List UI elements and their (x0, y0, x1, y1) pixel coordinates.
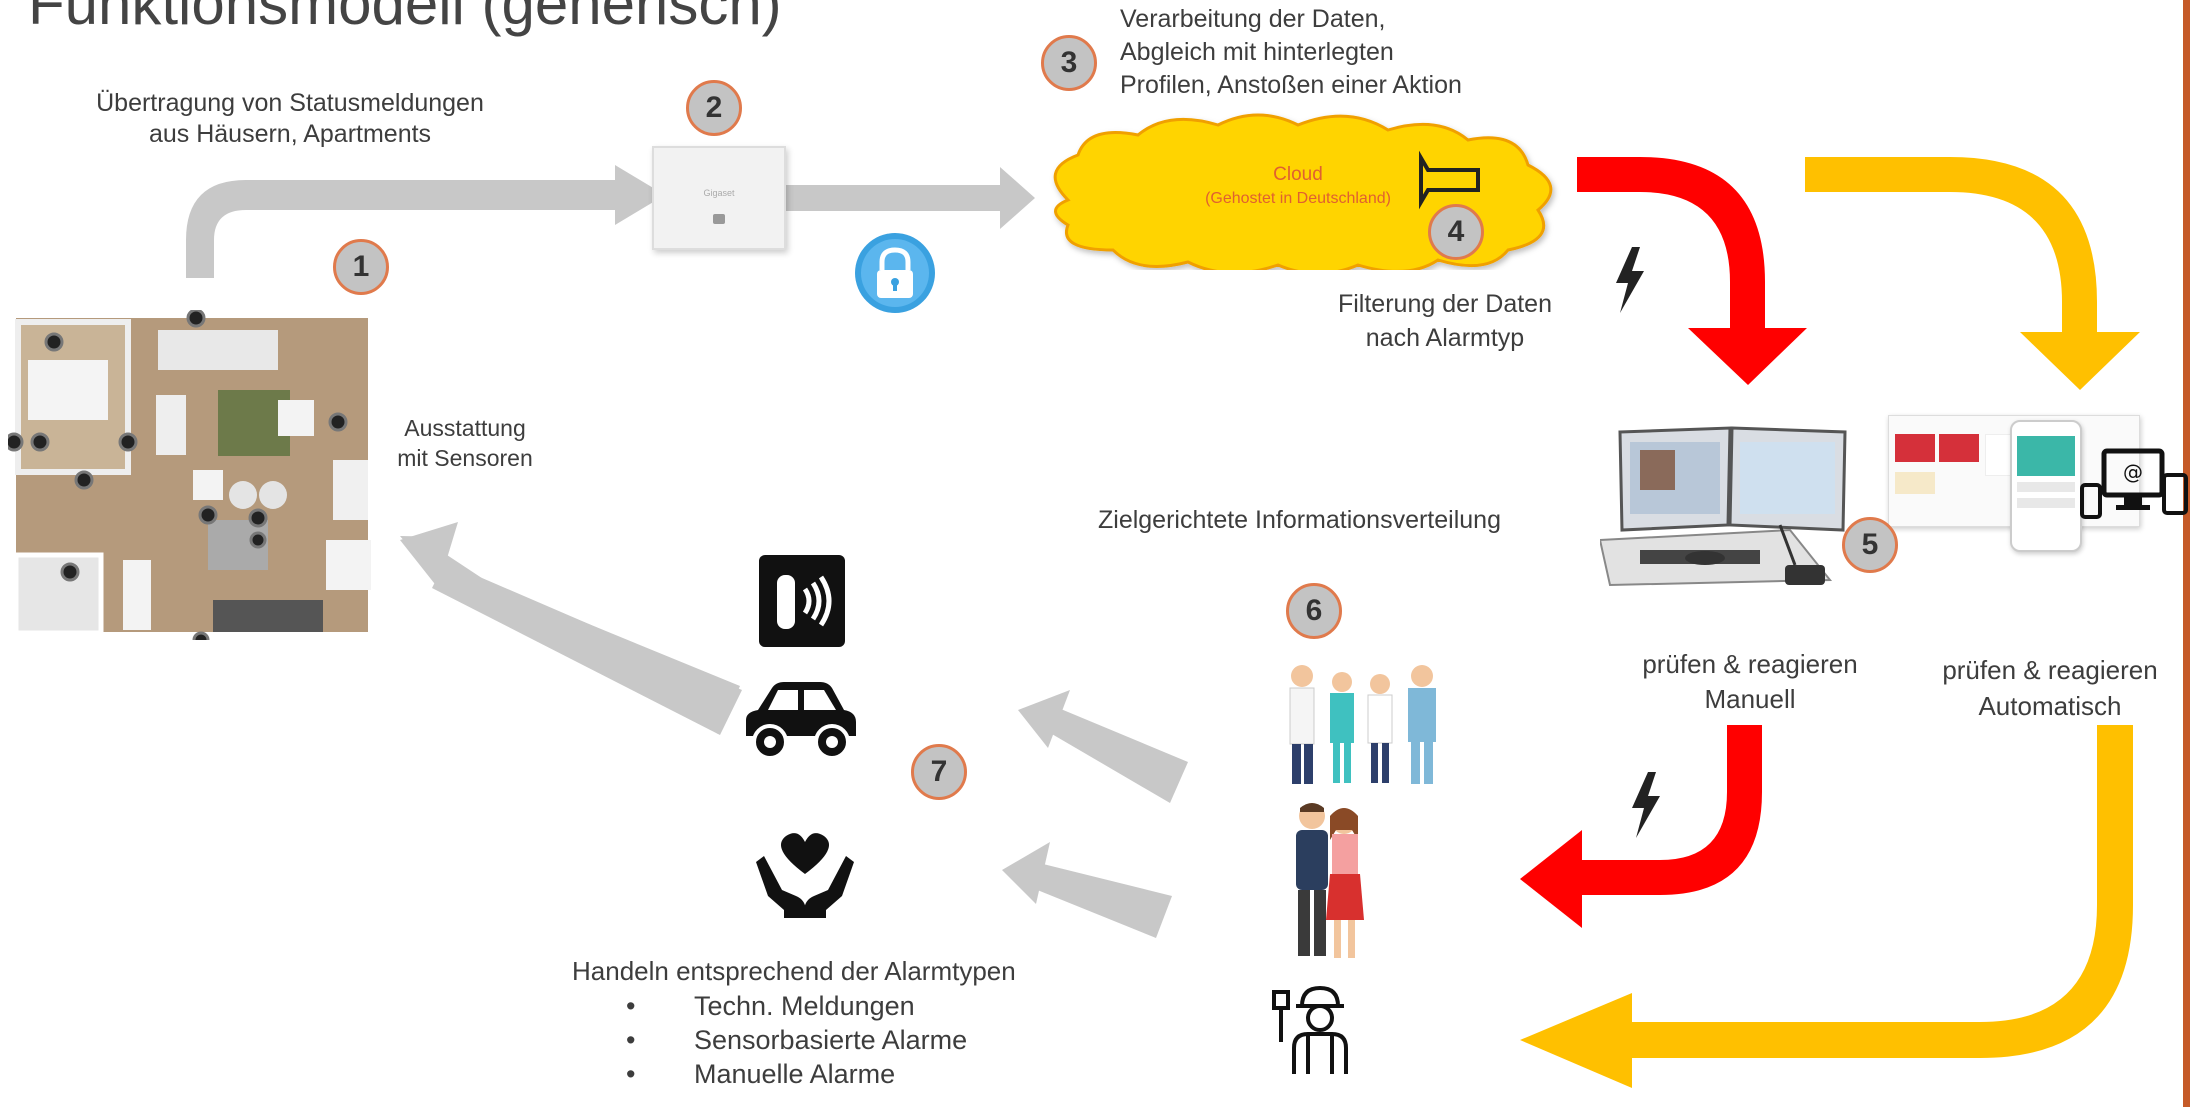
arrow-automatic-to-people (1520, 725, 2133, 1088)
step-badge-5: 5 (1842, 517, 1898, 573)
cloud-icon: Cloud (Gehostet in Deutschland) (1028, 110, 1568, 275)
arrow-house-to-gateway (186, 165, 665, 278)
equipment-label: Ausstattung mit Sensoren (397, 415, 533, 471)
arrow-cloud-to-manual (1577, 157, 1807, 385)
arrow-people-to-hands (1002, 842, 1172, 938)
list-item: Sensorbasierte Alarme (626, 1023, 967, 1057)
svg-text:@: @ (2123, 460, 2143, 484)
control-center-icon (1598, 420, 1860, 600)
lightning-icon (1610, 245, 1650, 320)
transmission-label: Übertragung von Statusmeldungen aus Häus… (96, 89, 484, 149)
floorplan-icon (4, 308, 376, 649)
arrow-gateway-to-cloud (785, 167, 1035, 229)
technician-icon (1268, 982, 1364, 1078)
phone-screen (2010, 420, 2082, 552)
megaphone-icon (1416, 150, 1486, 210)
step-badge-2: 2 (686, 80, 742, 136)
list-item: Techn. Meldungen (626, 989, 967, 1023)
medical-staff-icon (1280, 660, 1450, 790)
car-icon (738, 676, 862, 770)
lightning-icon (1626, 770, 1666, 845)
list-item: Manuelle Alarme (626, 1057, 967, 1091)
relatives-icon (1278, 800, 1378, 965)
arrow-people-to-car (1018, 690, 1188, 803)
action-heading: Handeln entsprechend der Alarmtypen (572, 956, 1016, 986)
phone-icon (759, 555, 845, 647)
manual-label: prüfen & reagieren Manuell (1642, 649, 1858, 714)
care-hands-icon (750, 826, 860, 922)
step-badge-4: 4 (1428, 204, 1484, 260)
automatic-label: prüfen & reagieren Automatisch (1942, 655, 2158, 721)
accent-bar (2183, 0, 2190, 1107)
alarm-type-list: Techn. Meldungen Sensorbasierte Alarme M… (626, 989, 967, 1091)
distribution-label: Zielgerichtete Informationsverteilung (1098, 506, 1501, 534)
page-title: Funktionsmodell (generisch) (28, 0, 782, 37)
gateway-icon: Gigaset (652, 146, 786, 250)
gateway-brand: Gigaset (703, 188, 735, 198)
arrow-actions-to-house (400, 522, 742, 735)
step-badge-7: 7 (911, 744, 967, 800)
filter-label: Filterung der Daten nach Alarmtyp (1337, 290, 1552, 352)
lock-icon (852, 230, 938, 316)
step-badge-6: 6 (1286, 583, 1342, 639)
arrow-cloud-to-automatic (1805, 157, 2140, 390)
step-badge-1: 1 (333, 239, 389, 295)
step-badge-3: 3 (1041, 35, 1097, 91)
arrow-manual-to-people (1520, 725, 1762, 928)
processing-label: Verarbeitung der Daten, Abgleich mit hin… (1120, 5, 1462, 99)
cloud-title: Cloud (1273, 164, 1323, 185)
cloud-subtitle: (Gehostet in Deutschland) (1205, 190, 1391, 207)
devices-icon: @ (2080, 445, 2190, 525)
